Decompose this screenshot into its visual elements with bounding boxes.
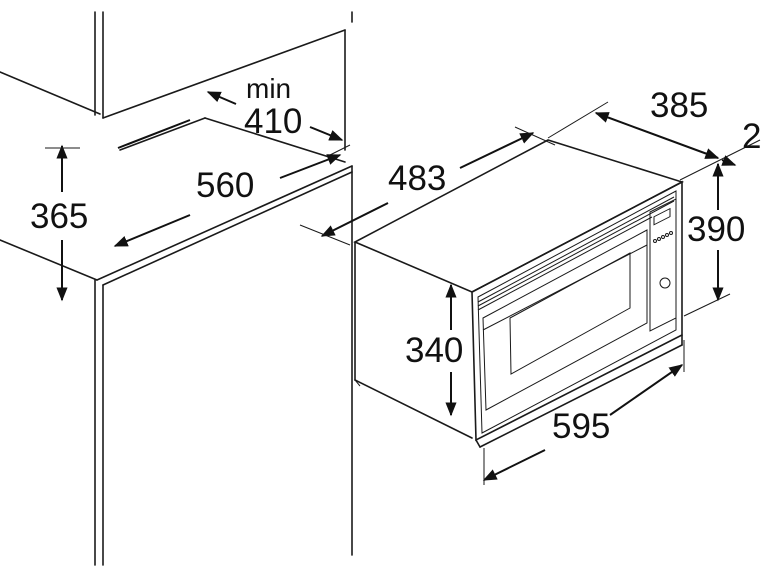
label-2: 2 [742, 117, 761, 156]
label-560: 560 [196, 166, 254, 205]
label-410: 410 [244, 102, 302, 141]
control-knob-icon [659, 277, 671, 289]
label-390: 390 [687, 210, 745, 249]
label-385: 385 [650, 86, 708, 125]
label-595: 595 [552, 407, 610, 446]
display-icon [653, 207, 671, 226]
label-483: 483 [388, 159, 446, 198]
label-365: 365 [30, 197, 88, 236]
dimension-lines [45, 91, 761, 485]
label-340: 340 [405, 331, 463, 370]
cabinet [0, 11, 353, 566]
label-min: min [246, 73, 291, 104]
control-buttons [653, 231, 673, 243]
microwave [353, 139, 685, 448]
